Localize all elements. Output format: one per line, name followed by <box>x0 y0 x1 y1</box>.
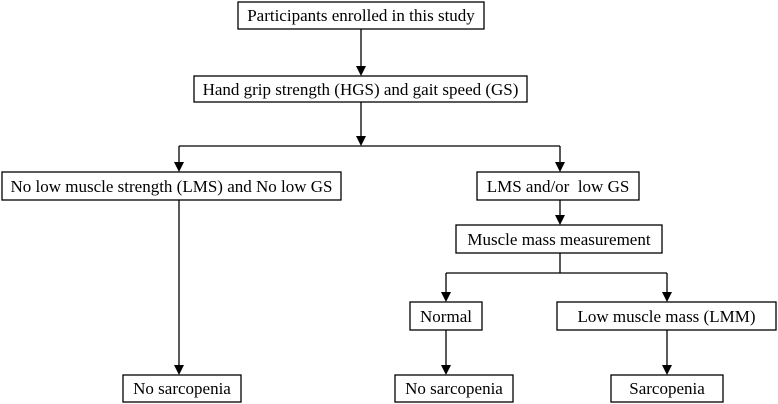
node-muscle-mass: Muscle mass measurement <box>455 224 663 254</box>
arrowhead-split-to-no-lms <box>174 162 184 172</box>
arrowhead-hgs-to-split <box>356 136 366 146</box>
arrowhead-split-to-lms <box>555 162 565 172</box>
node-low-muscle-mass-label: Low muscle mass (LMM) <box>577 307 755 326</box>
node-sarcopenia: Sarcopenia <box>610 374 724 403</box>
node-no-sarcopenia-mid-label: No sarcopenia <box>405 379 503 398</box>
node-no-sarcopenia-left: No sarcopenia <box>122 374 242 403</box>
arrowhead-lms-to-muscle-mass <box>555 215 565 225</box>
node-low-muscle-mass: Low muscle mass (LMM) <box>556 301 777 331</box>
node-lms-low-gs: LMS and/or low GS <box>476 171 640 201</box>
node-hgs-gs-label: Hand grip strength (HGS) and gait speed … <box>203 80 519 99</box>
arrowhead-split-to-lmm <box>662 292 672 302</box>
node-muscle-mass-label: Muscle mass measurement <box>467 230 650 249</box>
arrowhead-split-to-normal <box>441 292 451 302</box>
node-sarcopenia-label: Sarcopenia <box>629 379 705 398</box>
arrowhead-normal-to-no-sarcopenia <box>441 365 451 375</box>
connectors <box>174 29 672 375</box>
arrowhead-no-lms-to-no-sarcopenia <box>174 365 184 375</box>
arrowhead-participants-to-hgs <box>356 66 366 76</box>
node-no-sarcopenia-left-label: No sarcopenia <box>133 379 231 398</box>
node-hgs-gs: Hand grip strength (HGS) and gait speed … <box>193 75 528 103</box>
arrowhead-lmm-to-sarcopenia <box>662 365 672 375</box>
node-no-lms-label: No low muscle strength (LMS) and No low … <box>10 177 332 196</box>
node-no-lms: No low muscle strength (LMS) and No low … <box>1 171 342 201</box>
node-lms-low-gs-label: LMS and/or low GS <box>487 177 630 196</box>
node-participants: Participants enrolled in this study <box>237 1 485 30</box>
node-participants-label: Participants enrolled in this study <box>247 6 475 25</box>
node-no-sarcopenia-mid: No sarcopenia <box>394 374 514 403</box>
node-normal: Normal <box>409 301 483 331</box>
node-normal-label: Normal <box>420 307 472 326</box>
